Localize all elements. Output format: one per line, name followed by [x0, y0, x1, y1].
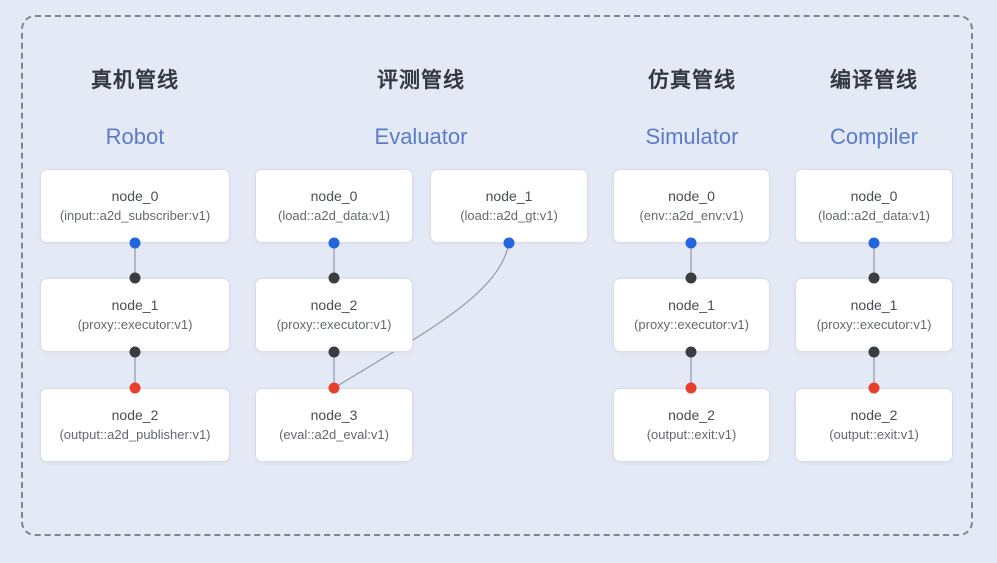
pipeline-simulator-title-cn: 仿真管线	[648, 69, 736, 92]
node-type-label: (input::a2d_subscriber:v1)	[59, 208, 211, 224]
node-box-robot-node_0: node_0(input::a2d_subscriber:v1)	[40, 169, 230, 243]
node-name-label: node_2	[310, 297, 358, 314]
port-dot-blue-evaluator-1	[503, 237, 515, 249]
port-dot-black-evaluator-3	[328, 346, 340, 358]
node-type-label: (proxy::executor:v1)	[634, 317, 749, 333]
node-type-label: (output::exit:v1)	[829, 427, 919, 443]
node-box-evaluator-node_2: node_2(proxy::executor:v1)	[255, 278, 413, 352]
node-box-simulator-node_1: node_1(proxy::executor:v1)	[613, 278, 770, 352]
node-type-label: (output::a2d_publisher:v1)	[59, 427, 211, 443]
node-box-robot-node_2: node_2(output::a2d_publisher:v1)	[40, 388, 230, 462]
node-type-label: (load::a2d_data:v1)	[817, 208, 931, 224]
node-name-label: node_1	[111, 297, 159, 314]
node-name-label: node_0	[111, 188, 159, 205]
node-box-simulator-node_2: node_2(output::exit:v1)	[613, 388, 770, 462]
node-type-label: (proxy::executor:v1)	[77, 317, 193, 333]
port-dot-blue-robot-0	[129, 237, 141, 249]
node-name-label: node_0	[668, 188, 715, 205]
node-box-compiler-node_1: node_1(proxy::executor:v1)	[795, 278, 953, 352]
port-dot-black-robot-1	[129, 272, 141, 284]
port-dot-red-simulator-3	[685, 382, 697, 394]
port-dot-black-simulator-1	[685, 272, 697, 284]
node-type-label: (proxy::executor:v1)	[816, 317, 932, 333]
node-type-label: (load::a2d_data:v1)	[277, 208, 391, 224]
node-name-label: node_3	[310, 407, 358, 424]
node-type-label: (load::a2d_gt:v1)	[460, 208, 558, 224]
pipeline-simulator-title-en: Simulator	[645, 124, 739, 149]
node-box-simulator-node_0: node_0(env::a2d_env:v1)	[613, 169, 770, 243]
node-name-label: node_2	[668, 407, 715, 424]
port-dot-black-robot-2	[129, 346, 141, 358]
port-dot-blue-evaluator-0	[328, 237, 340, 249]
port-dot-blue-simulator-0	[685, 237, 697, 249]
pipeline-evaluator-title-cn: 评测管线	[377, 69, 465, 92]
port-dot-red-robot-3	[129, 382, 141, 394]
port-dot-red-evaluator-4	[328, 382, 340, 394]
node-name-label: node_1	[668, 297, 715, 314]
port-dot-red-compiler-3	[868, 382, 880, 394]
port-dot-black-compiler-2	[868, 346, 880, 358]
node-name-label: node_0	[310, 188, 358, 205]
port-dot-blue-compiler-0	[868, 237, 880, 249]
edge-evaluator-2	[333, 242, 510, 389]
node-type-label: (proxy::executor:v1)	[276, 317, 392, 333]
node-box-evaluator-node_0: node_0(load::a2d_data:v1)	[255, 169, 413, 243]
node-name-label: node_1	[485, 188, 533, 205]
pipeline-robot-title-en: Robot	[105, 124, 165, 149]
node-box-robot-node_1: node_1(proxy::executor:v1)	[40, 278, 230, 352]
node-box-evaluator-node_1: node_1(load::a2d_gt:v1)	[430, 169, 588, 243]
node-box-compiler-node_0: node_0(load::a2d_data:v1)	[795, 169, 953, 243]
node-name-label: node_2	[850, 407, 898, 424]
port-dot-black-simulator-2	[685, 346, 697, 358]
pipeline-compiler-title-en: Compiler	[829, 124, 919, 149]
node-type-label: (env::a2d_env:v1)	[639, 208, 744, 224]
node-name-label: node_0	[850, 188, 898, 205]
node-box-evaluator-node_3: node_3(eval::a2d_eval:v1)	[255, 388, 413, 462]
node-box-compiler-node_2: node_2(output::exit:v1)	[795, 388, 953, 462]
pipeline-compiler-title-cn: 编译管线	[830, 69, 918, 92]
pipeline-robot-title-cn: 真机管线	[91, 69, 179, 92]
port-dot-black-compiler-1	[868, 272, 880, 284]
port-dot-black-evaluator-2	[328, 272, 340, 284]
node-name-label: node_1	[850, 297, 898, 314]
pipeline-evaluator-title-en: Evaluator	[374, 124, 468, 149]
node-type-label: (eval::a2d_eval:v1)	[279, 427, 389, 443]
node-type-label: (output::exit:v1)	[646, 427, 737, 443]
node-name-label: node_2	[111, 407, 159, 424]
